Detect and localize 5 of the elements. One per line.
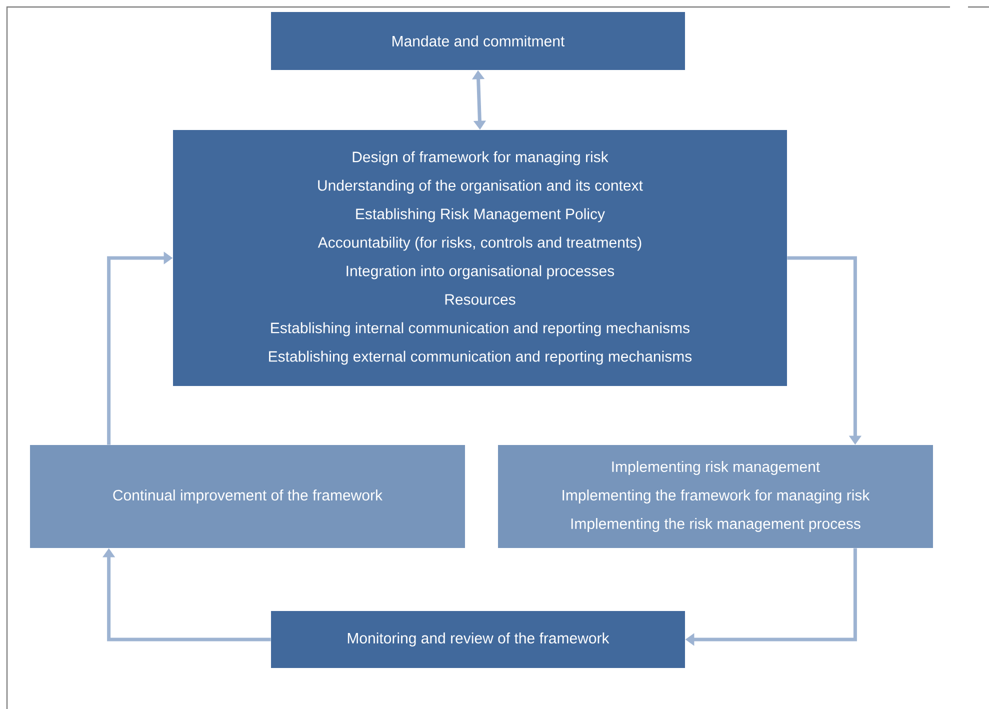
process-box: Continual improvement of the framework bbox=[30, 445, 465, 548]
process-box: Design of framework for managing risk Understanding of the organisation and its context Establishing Risk Management Policy Accountability (for risks, controls and treatments) Integration into organisational processes Resources Establishing internal communication and reporting mechanisms Establishing external communication and reporting mechanisms bbox=[173, 130, 787, 386]
process-box: Monitoring and review of the framework bbox=[271, 611, 685, 668]
process-box: Implementing risk management Implementing the framework for managing risk Implementing the risk management process bbox=[498, 445, 933, 548]
process-box: Mandate and commitment bbox=[271, 12, 685, 70]
